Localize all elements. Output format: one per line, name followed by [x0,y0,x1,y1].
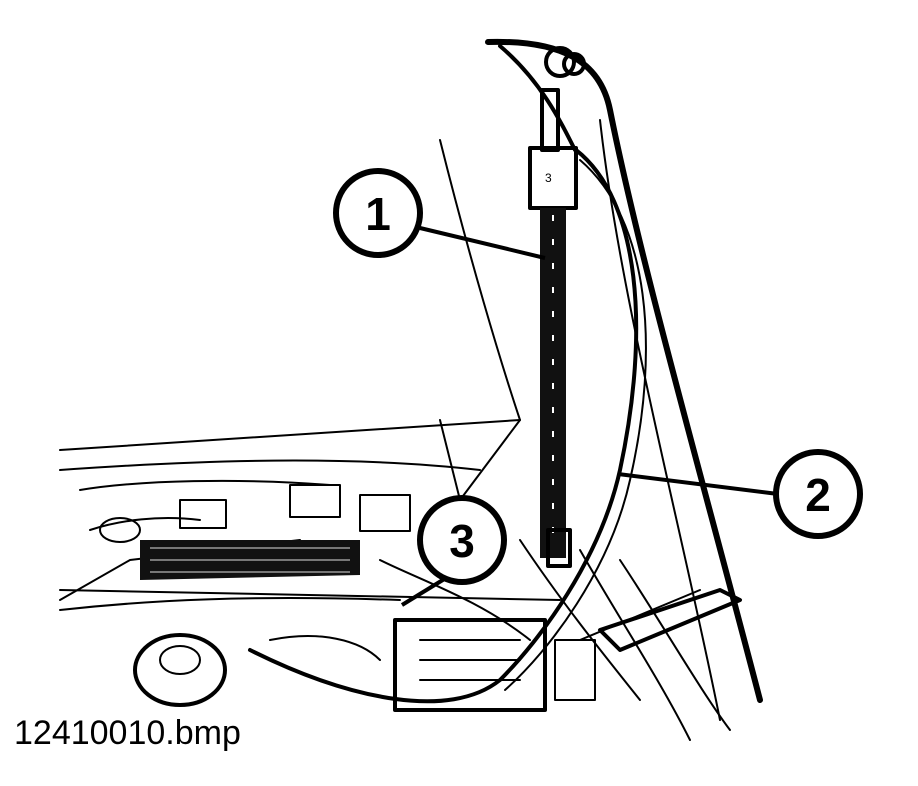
leader-line-1 [419,226,546,260]
engine-bay [59,419,742,712]
svg-text:3: 3 [545,171,552,185]
callout-1: 1 [333,168,423,258]
callout-number: 2 [805,469,831,521]
callout-3: 3 [417,495,507,585]
callout-number: 1 [365,188,391,240]
leader-line-3 [400,576,448,607]
leader-line-2 [617,472,779,496]
image-filename: 12410010.bmp [14,714,241,752]
raised-hood [439,38,763,741]
hood-prop-rod: 3 [528,88,578,568]
callout-2: 2 [773,449,863,539]
callout-number: 3 [449,515,475,567]
